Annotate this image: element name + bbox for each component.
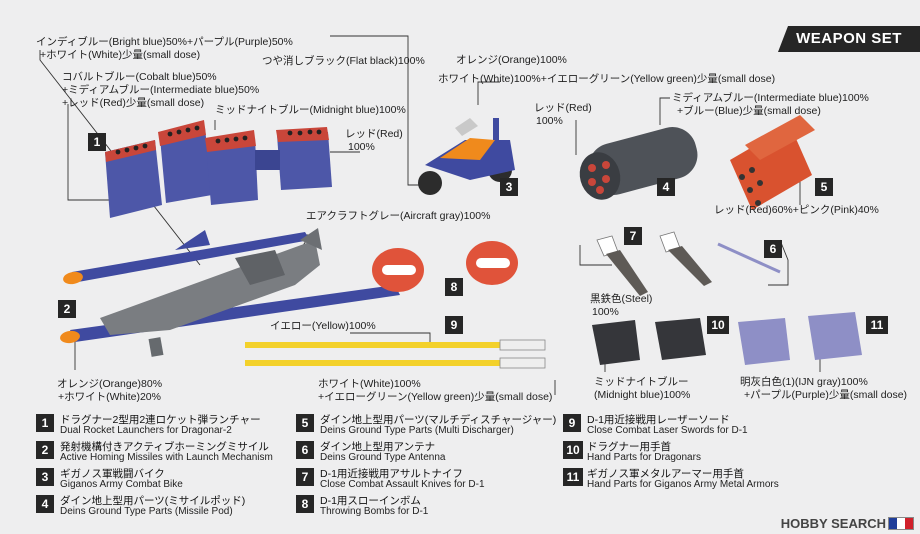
assault-knives: [596, 231, 712, 296]
note-launcher-main: インディブルー(Bright blue)50%+パープル(Purple)50%: [36, 36, 293, 48]
legend-jp: D-1用近接戦用アサルトナイフ: [320, 468, 463, 480]
legend-jp: D-1用スローインボム: [320, 495, 421, 507]
legend-en: Hand Parts for Giganos Army Metal Armors: [587, 479, 779, 490]
note-aircraft-gray: エアクラフトグレー(Aircraft gray)100%: [306, 210, 491, 222]
laser-swords: [245, 339, 546, 369]
note-launcher-main-2: +ホワイト(White)少量(small dose): [40, 49, 201, 61]
legend-number: 2: [36, 441, 54, 459]
legend-number: 8: [296, 495, 314, 513]
legend-jp: D-1用近接戦用レーザーソード: [587, 414, 730, 426]
part-tag-8: 8: [445, 278, 463, 296]
note-white-sword-2: +イエローグリーン(Yellow green)少量(small dose): [318, 391, 553, 403]
legend-en: Close Combat Assault Knives for D-1: [320, 479, 485, 490]
note-red-antenna: レッド(Red): [534, 102, 592, 114]
note-white-sword: ホワイト(White)100%: [318, 378, 421, 390]
legend-jp: ダイン地上型用アンテナ: [320, 441, 436, 453]
weapon-set-banner: WEAPON SET: [778, 26, 920, 52]
note-steel: 黒鉄色(Steel): [590, 293, 653, 305]
legend-en: Hand Parts for Dragonars: [587, 452, 701, 463]
legend-number: 11: [563, 468, 583, 486]
legend-jp: ドラグナー用手首: [587, 441, 671, 453]
note-red-launcher: レッド(Red): [345, 128, 403, 140]
homing-missiles: [60, 228, 400, 357]
legend-en: Dual Rocket Launchers for Dragonar-2: [60, 425, 232, 436]
metal-armor-hands: [738, 312, 862, 365]
legend-en: Close Combat Laser Swords for D-1: [587, 425, 748, 436]
note-cobalt-3: +レッド(Red)少量(small dose): [62, 97, 205, 109]
missile-pod: [579, 127, 698, 200]
legend-number: 1: [36, 414, 54, 432]
note-ijn-gray: 明灰白色(1)(IJN gray)100%: [740, 376, 868, 388]
legend-jp: ギガノス軍メタルアーマー用手首: [587, 468, 744, 480]
dragonar-hands: [592, 318, 706, 365]
note-ijn-gray-2: +パープル(Purple)少量(small dose): [744, 389, 908, 401]
legend-number: 3: [36, 468, 54, 486]
note-orange-bike: オレンジ(Orange)100%: [456, 54, 567, 66]
legend-en: Deins Ground Type Parts (Multi Discharge…: [320, 425, 514, 436]
legend-number: 9: [563, 414, 581, 432]
dual-rocket-launchers: [105, 120, 332, 218]
note-yellow: イエロー(Yellow)100%: [270, 320, 376, 332]
legend-en: Active Homing Missiles with Launch Mecha…: [60, 452, 273, 463]
note-cobalt: コバルトブルー(Cobalt blue)50%: [62, 71, 217, 83]
part-tag-3: 3: [500, 178, 518, 196]
note-cobalt-2: +ミディアムブルー(Intermediate blue)50%: [62, 84, 260, 96]
note-midnight-hand: ミッドナイトブルー: [594, 376, 689, 388]
part-tag-11: 11: [866, 316, 888, 334]
part-tag-5: 5: [815, 178, 833, 196]
legend-jp: ドラグナー2型用2連ロケット弾ランチャー: [60, 414, 261, 426]
legend-jp: 発射機構付きアクティブホーミングミサイル: [60, 441, 269, 453]
note-midnight: ミッドナイトブルー(Midnight blue)100%: [215, 104, 406, 116]
note-pod-2: +ブルー(Blue)少量(small dose): [677, 105, 821, 117]
part-tag-6: 6: [764, 240, 782, 258]
part-tag-10: 10: [707, 316, 729, 334]
antenna: [717, 242, 781, 274]
legend-jp: ギガノス軍戦闘バイク: [60, 468, 165, 480]
part-tag-1: 1: [88, 133, 106, 151]
part-tag-4: 4: [657, 178, 675, 196]
note-red-antenna-2: 100%: [536, 115, 563, 127]
legend-en: Deins Ground Type Parts (Missile Pod): [60, 506, 233, 517]
throwing-bombs: [372, 241, 518, 292]
note-pod: ミディアムブルー(Intermediate blue)100%: [672, 92, 869, 104]
legend-number: 4: [36, 495, 54, 513]
multi-discharger: [730, 115, 815, 210]
note-white-bike: ホワイト(White)100%+イエローグリーン(Yellow green)少量…: [438, 73, 776, 85]
hobby-search-watermark: HOBBY SEARCH: [780, 516, 886, 531]
legend-number: 7: [296, 468, 314, 486]
part-tag-7: 7: [624, 227, 642, 245]
note-midnight-hand-2: (Midnight blue)100%: [594, 389, 691, 401]
note-orange-missile-2: +ホワイト(White)20%: [58, 391, 161, 403]
legend-en: Deins Ground Type Antenna: [320, 452, 446, 463]
part-tag-2: 2: [58, 300, 76, 318]
note-flat-black: つや消しブラック(Flat black)100%: [262, 55, 425, 67]
legend-number: 5: [296, 414, 314, 432]
legend-number: 6: [296, 441, 314, 459]
note-steel-2: 100%: [592, 306, 619, 318]
legend-number: 10: [563, 441, 583, 459]
legend-en: Throwing Bombs for D-1: [320, 506, 429, 517]
part-tag-9: 9: [445, 316, 463, 334]
note-orange-missile: オレンジ(Orange)80%: [57, 378, 163, 390]
legend-jp: ダイン地上型用パーツ(マルチディスチャージャー): [320, 414, 557, 426]
combat-bike: [418, 118, 515, 195]
legend-en: Giganos Army Combat Bike: [60, 479, 183, 490]
note-red-launcher-2: 100%: [348, 141, 375, 153]
flag-icon: [888, 517, 914, 530]
note-red-pink: レッド(Red)60%+ピンク(Pink)40%: [714, 204, 879, 216]
legend-jp: ダイン地上型用パーツ(ミサイルポッド): [60, 495, 246, 507]
